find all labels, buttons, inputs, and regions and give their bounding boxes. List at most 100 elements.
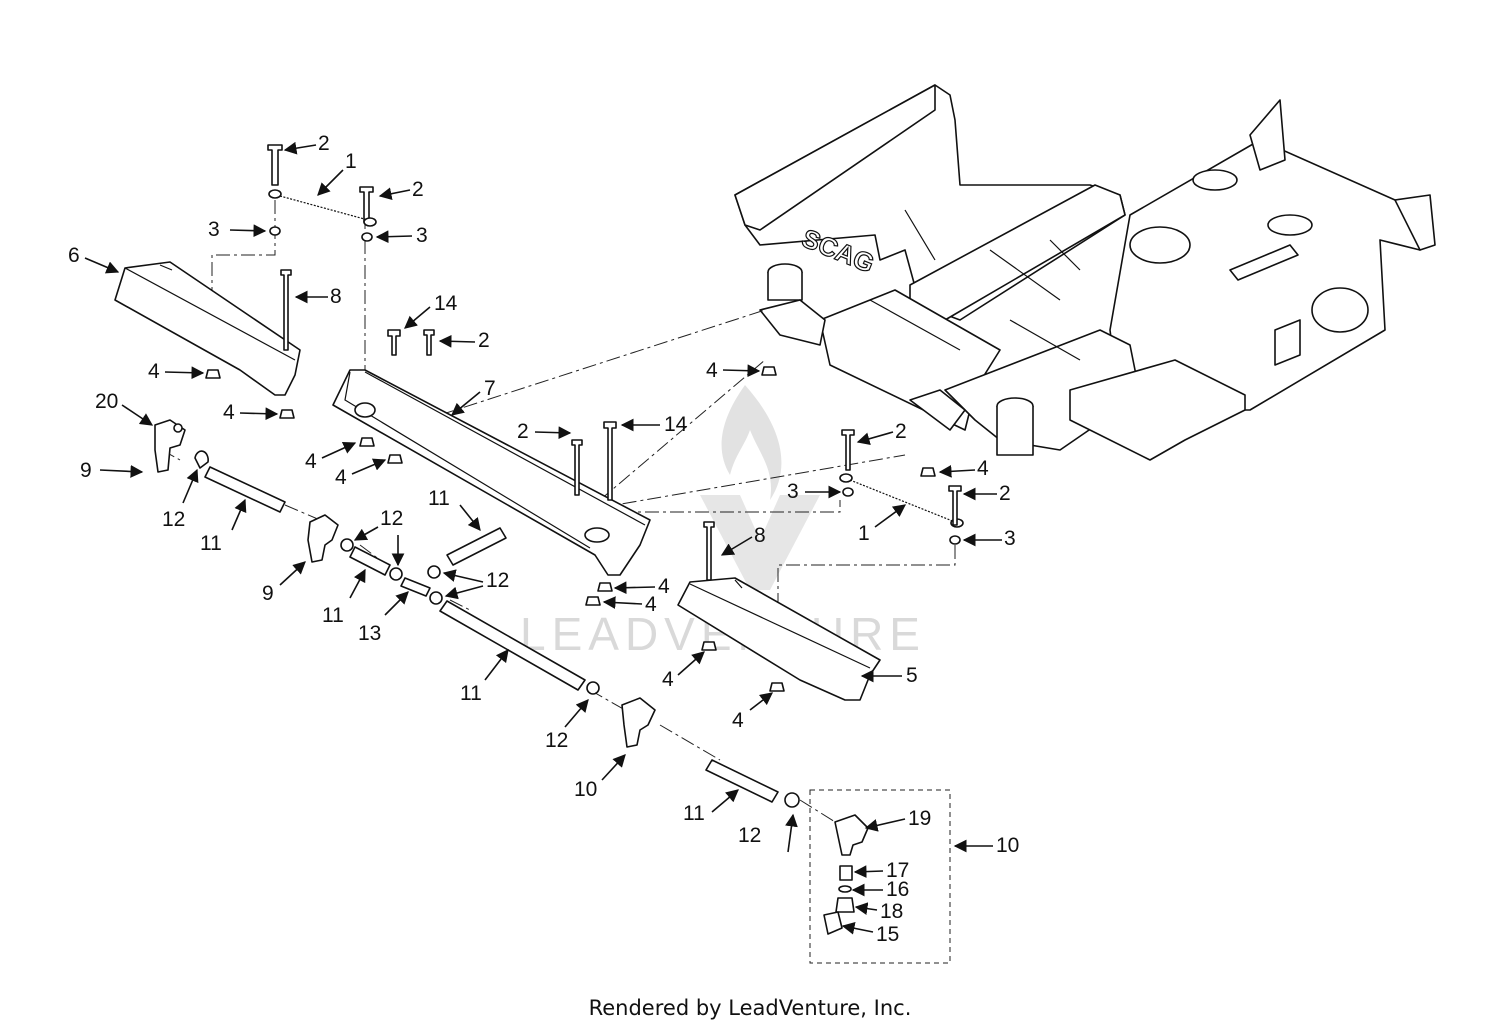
callout-12a: 12: [162, 468, 199, 531]
callout-2b: 2: [378, 178, 424, 201]
nut-part-3: [361, 232, 373, 242]
bolt-part-2: [948, 485, 962, 526]
plate-hole: [1311, 287, 1369, 333]
nut-part-4: [769, 682, 785, 692]
callout-label: 9: [262, 582, 274, 605]
callout-1a: 1: [317, 150, 357, 196]
nut-part-4: [359, 437, 375, 447]
center-parts: [332, 329, 651, 606]
callout-label: 4: [706, 359, 718, 382]
callout-label: 14: [664, 413, 688, 436]
frame-bracket: [759, 299, 826, 346]
callout-label: 2: [318, 132, 330, 155]
bushing-part-12: [427, 565, 441, 579]
callout-20: 20: [95, 390, 154, 426]
callout-label: 2: [999, 482, 1011, 505]
bolt-part-2: [841, 429, 855, 471]
bushing-part-12: [429, 591, 443, 605]
assembly-guides: [161, 200, 956, 826]
callout-2f: 2: [962, 482, 1011, 505]
pivot-body-part-19: [834, 814, 869, 856]
wheel-part-15: [823, 911, 843, 935]
callout-4a: 4: [148, 360, 205, 383]
pivot-part-9: [307, 514, 339, 563]
fitting-part-18: [835, 897, 855, 913]
footer-credit: Rendered by LeadVenture, Inc.: [588, 996, 912, 1020]
callout-label: 14: [434, 292, 458, 315]
callout-4e: 4: [706, 359, 761, 382]
callout-11c: 11: [322, 568, 366, 627]
nut-part-4: [205, 369, 221, 379]
callout-label: 5: [906, 664, 918, 687]
callouts: 2 1 2 3 3 6 8 14 2 4 4 7 4 4 20 9 12 11 …: [68, 132, 1019, 946]
callout-label: 3: [1004, 527, 1016, 550]
callout-label: 2: [517, 420, 529, 443]
callout-label: 19: [908, 807, 931, 830]
spring-part-1: [279, 195, 369, 221]
nut-part-4: [761, 366, 777, 376]
nut-part-4: [701, 641, 717, 651]
callout-label: 10: [574, 778, 597, 801]
rod-part-11: [446, 527, 507, 566]
callout-10b: 10: [953, 834, 1019, 857]
callout-label: 11: [683, 802, 705, 825]
frame-bracket: [909, 389, 966, 431]
spring-part-1: [849, 479, 956, 523]
bolt-part-8: [703, 521, 715, 581]
callout-12d: 12: [545, 699, 589, 752]
callout-label: 2: [478, 329, 490, 352]
frame-step-plate: [1069, 359, 1246, 461]
bolt-part-8: [280, 269, 292, 351]
spring-hook: [268, 189, 282, 199]
callout-label: 2: [412, 178, 424, 201]
callout-label: 2: [895, 420, 907, 443]
detail-box-outline: [809, 789, 951, 964]
pivot-part-20: [154, 419, 186, 473]
spring-hook: [363, 217, 377, 227]
nut-part-3: [269, 226, 281, 236]
callout-9a: 9: [80, 459, 144, 482]
callout-8b: 8: [720, 524, 766, 556]
callout-label: 10: [996, 834, 1019, 857]
callout-label: 3: [416, 224, 428, 247]
nut-part-4: [279, 409, 295, 419]
callout-label: 1: [345, 150, 357, 173]
callout-label: 3: [208, 218, 220, 241]
callout-label: 11: [322, 604, 344, 627]
baffle-6-edge: [124, 264, 296, 361]
callout-2e: 2: [856, 420, 907, 445]
linkage-parts: [194, 450, 800, 808]
bolt-part-14: [603, 421, 617, 501]
callout-label: 4: [335, 466, 347, 489]
rod-part-11: [705, 759, 779, 803]
callout-11e: 11: [683, 789, 739, 825]
pivot-20-pin: [173, 423, 183, 433]
spring-hook: [839, 473, 853, 483]
callout-label: 4: [305, 450, 317, 473]
flame-logo-icon: [721, 385, 782, 500]
v-logo-icon: [700, 495, 820, 590]
nut-part-4: [920, 467, 936, 477]
callout-2a: 2: [283, 132, 330, 155]
callout-2d: 2: [517, 420, 572, 443]
fitting-part-17: [839, 865, 853, 881]
bar-7-boss: [354, 402, 376, 418]
callout-13: 13: [358, 591, 409, 645]
pivot-part-10: [621, 697, 656, 748]
callout-label: 17: [886, 859, 909, 882]
callout-label: 4: [662, 668, 674, 691]
baffle-5-edge: [689, 579, 871, 669]
callout-2c: 2: [438, 329, 490, 352]
callout-label: 11: [200, 532, 222, 555]
callout-label: 11: [428, 487, 450, 510]
washer-part-16: [838, 885, 852, 893]
rod-part-11: [204, 466, 286, 513]
callout-label: 3: [787, 480, 799, 503]
frame-right-flange: [1394, 194, 1436, 251]
callout-3d: 3: [962, 527, 1016, 550]
callout-3a: 3: [208, 218, 267, 241]
callout-label: 6: [68, 244, 80, 267]
callout-label: 4: [645, 593, 657, 616]
plate-hole: [1267, 214, 1313, 236]
